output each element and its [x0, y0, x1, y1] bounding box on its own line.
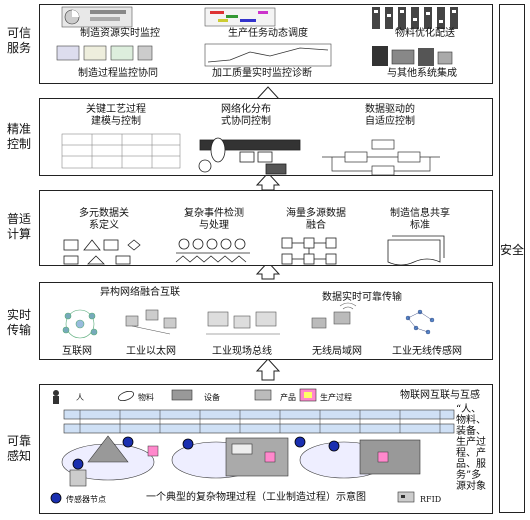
- compute-item-3: 海量多源数据 融合: [286, 208, 346, 231]
- event-detection-icon: [175, 238, 250, 263]
- service-item-1: 制造资源实时监控: [80, 28, 160, 39]
- process-model-icon: [61, 133, 181, 169]
- rfid-label: RFID: [420, 495, 442, 504]
- wlan-icon: [311, 302, 357, 329]
- info-sharing-icon: [387, 235, 445, 266]
- transport-header-2: 数据实时可靠传输: [322, 292, 402, 303]
- layer-sensing-label: 可靠 感知: [6, 434, 31, 463]
- service-icons: [56, 6, 458, 67]
- sensor-node-label: 传感器节点: [66, 495, 106, 504]
- data-relation-icon: [63, 239, 141, 265]
- security-bar: 安全: [499, 4, 525, 513]
- compute-item-2: 复杂事件检测 与处理: [184, 208, 244, 231]
- service-item-2: 生产任务动态调度: [228, 28, 308, 39]
- transport-item-4: 无线局域网: [312, 346, 362, 357]
- control-item-1: 关键工艺过程 建模与控制: [86, 104, 146, 127]
- machine-right: [299, 439, 421, 479]
- data-fusion-icon: [281, 237, 337, 265]
- industrial-ethernet-icon: [125, 309, 177, 335]
- rfid-icon: [397, 491, 415, 503]
- product-icon: [254, 389, 272, 401]
- control-item-3: 数据驱动的 自适应控制: [365, 104, 415, 127]
- service-item-6: 与其他系统集成: [387, 68, 457, 79]
- control-diagrams: [61, 133, 440, 176]
- legend-material-label: 物料: [138, 393, 154, 402]
- upper-conveyor: [63, 409, 455, 420]
- control-item-2: 网络化分布 式协同控制: [221, 104, 271, 127]
- fieldbus-icon: [206, 311, 280, 335]
- legend-equipment-label: 设备: [204, 393, 220, 402]
- service-item-5: 加工质量实时监控诊断: [212, 68, 312, 79]
- system-integration-icon: [372, 46, 453, 66]
- process-monitor-icon: [56, 45, 153, 61]
- machine-middle: [171, 437, 289, 479]
- machine-left: [61, 435, 155, 487]
- lower-conveyor: [63, 423, 455, 434]
- transport-item-2: 工业以太网: [126, 346, 176, 357]
- layer-transport-label: 实时 传输: [6, 308, 31, 337]
- network-control-icon: [198, 137, 301, 175]
- layer-control-label: 精准 控制: [6, 122, 31, 151]
- legend-product-label: 产品: [280, 393, 296, 402]
- layer-compute-label: 普适 计算: [6, 212, 31, 241]
- layer-service-label: 可信 服务: [6, 26, 31, 55]
- transport-item-1: 互联网: [62, 346, 92, 357]
- layer-control: [39, 98, 493, 176]
- compute-item-4: 制造信息共享 标准: [390, 208, 450, 231]
- sensor-node-icon: [50, 436, 340, 504]
- internet-icon: [62, 309, 98, 339]
- compute-item-1: 多元数据关 系定义: [79, 208, 129, 231]
- production-process-icon: [299, 388, 317, 402]
- transport-header-1: 异构网络融合互联: [100, 287, 180, 298]
- transport-diagrams: [62, 302, 435, 339]
- material-icon: [117, 390, 135, 402]
- compute-diagrams: [63, 235, 445, 266]
- transport-item-3: 工业现场总线: [212, 346, 272, 357]
- service-item-4: 制造过程监控协同: [78, 68, 158, 79]
- service-item-3: 物料优化配送: [395, 28, 455, 39]
- security-label: 安全: [500, 243, 525, 257]
- sensing-caption: 一个典型的复杂物理过程（工业制造过程）示意图: [146, 492, 366, 503]
- legend-process-label: 生产过程: [320, 393, 352, 402]
- equipment-icon: [171, 389, 193, 401]
- transport-item-5: 工业无线传感网: [392, 346, 462, 357]
- quality-monitor-icon: [204, 43, 332, 67]
- sensing-side-text: “人、 物料、 装备、 生产过 程、产 品、服 务”多 源对象: [456, 404, 486, 492]
- legend-person-label: 人: [76, 393, 84, 402]
- adaptive-control-icon: [322, 139, 440, 176]
- person-icon: [53, 390, 59, 404]
- sensing-title: 物联网互联与互感: [400, 390, 480, 401]
- wireless-sensor-network-icon: [405, 309, 435, 335]
